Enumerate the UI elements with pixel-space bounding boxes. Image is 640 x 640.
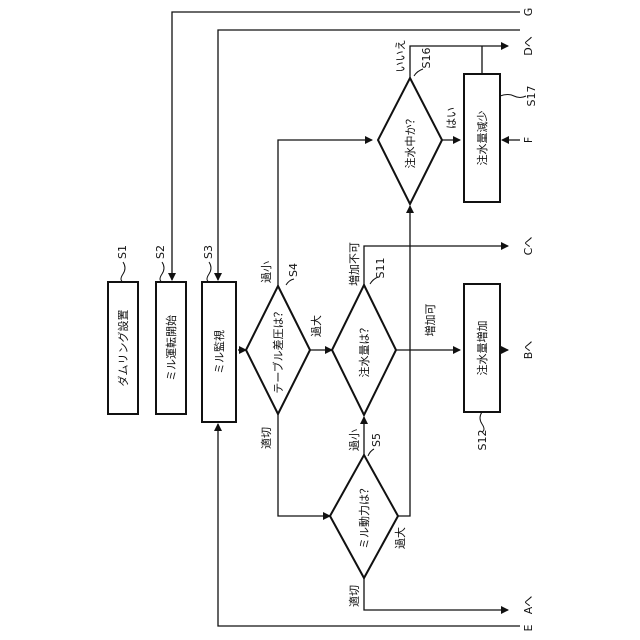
decision-s5: ミル動力は？ S5 — [330, 433, 398, 578]
s4-low-label: 過小 — [260, 261, 273, 283]
s5-high-label: 過大 — [393, 527, 407, 549]
step-s17-id: S17 — [525, 86, 538, 107]
step-s12-text: 注水量増加 — [475, 321, 489, 376]
s16-yes-label: はい — [445, 107, 458, 129]
s4-ok-label: 適切 — [259, 427, 273, 449]
s5-low-label: 過小 — [348, 429, 361, 451]
step-s12: 注水量増加 S12 — [464, 284, 500, 450]
step-s1-id: S1 — [116, 245, 129, 259]
decision-s4-text: テーブル差圧は？ — [271, 306, 285, 393]
s4-high-label: 過大 — [309, 315, 323, 337]
decision-s16-text: 注水中か？ — [403, 114, 417, 169]
decision-s16-id: S16 — [420, 48, 433, 69]
connector-g: G — [522, 8, 535, 17]
connector-d: Dへ — [522, 36, 535, 55]
s5-ok-label: 適切 — [347, 585, 361, 607]
s11-not-increasable-label: 増加不可 — [348, 242, 361, 286]
step-s2-id: S2 — [154, 245, 167, 259]
connector-a: Aへ — [522, 596, 535, 615]
connector-b: Bへ — [522, 341, 535, 360]
step-s12-id: S12 — [476, 430, 489, 451]
s16-no-label: いいえ — [394, 40, 407, 73]
decision-s4: テーブル差圧は？ S4 — [246, 263, 310, 414]
step-s17-text: 注水量減少 — [475, 111, 489, 166]
step-s1: ダムリング設置 S1 — [108, 245, 138, 414]
decision-s11-id: S11 — [374, 258, 387, 279]
connector-e: E — [522, 624, 535, 631]
connector-f: F — [522, 137, 535, 143]
decision-s5-text: ミル動力は？ — [357, 483, 371, 549]
step-s3-text: ミル監視 — [212, 330, 226, 374]
s11-increasable-label: 増加可 — [424, 304, 437, 337]
step-s1-text: ダムリング設置 — [116, 310, 130, 387]
step-s2: ミル運転開始 S2 — [154, 245, 186, 414]
step-s3-id: S3 — [202, 245, 215, 259]
step-s3: ミル監視 S3 — [202, 245, 236, 422]
step-s2-text: ミル運転開始 — [164, 315, 178, 381]
decision-s4-id: S4 — [287, 263, 300, 277]
decision-s5-id: S5 — [370, 433, 383, 447]
connector-c: Cへ — [522, 237, 535, 256]
decision-s11-text: 注水量は？ — [357, 323, 371, 378]
